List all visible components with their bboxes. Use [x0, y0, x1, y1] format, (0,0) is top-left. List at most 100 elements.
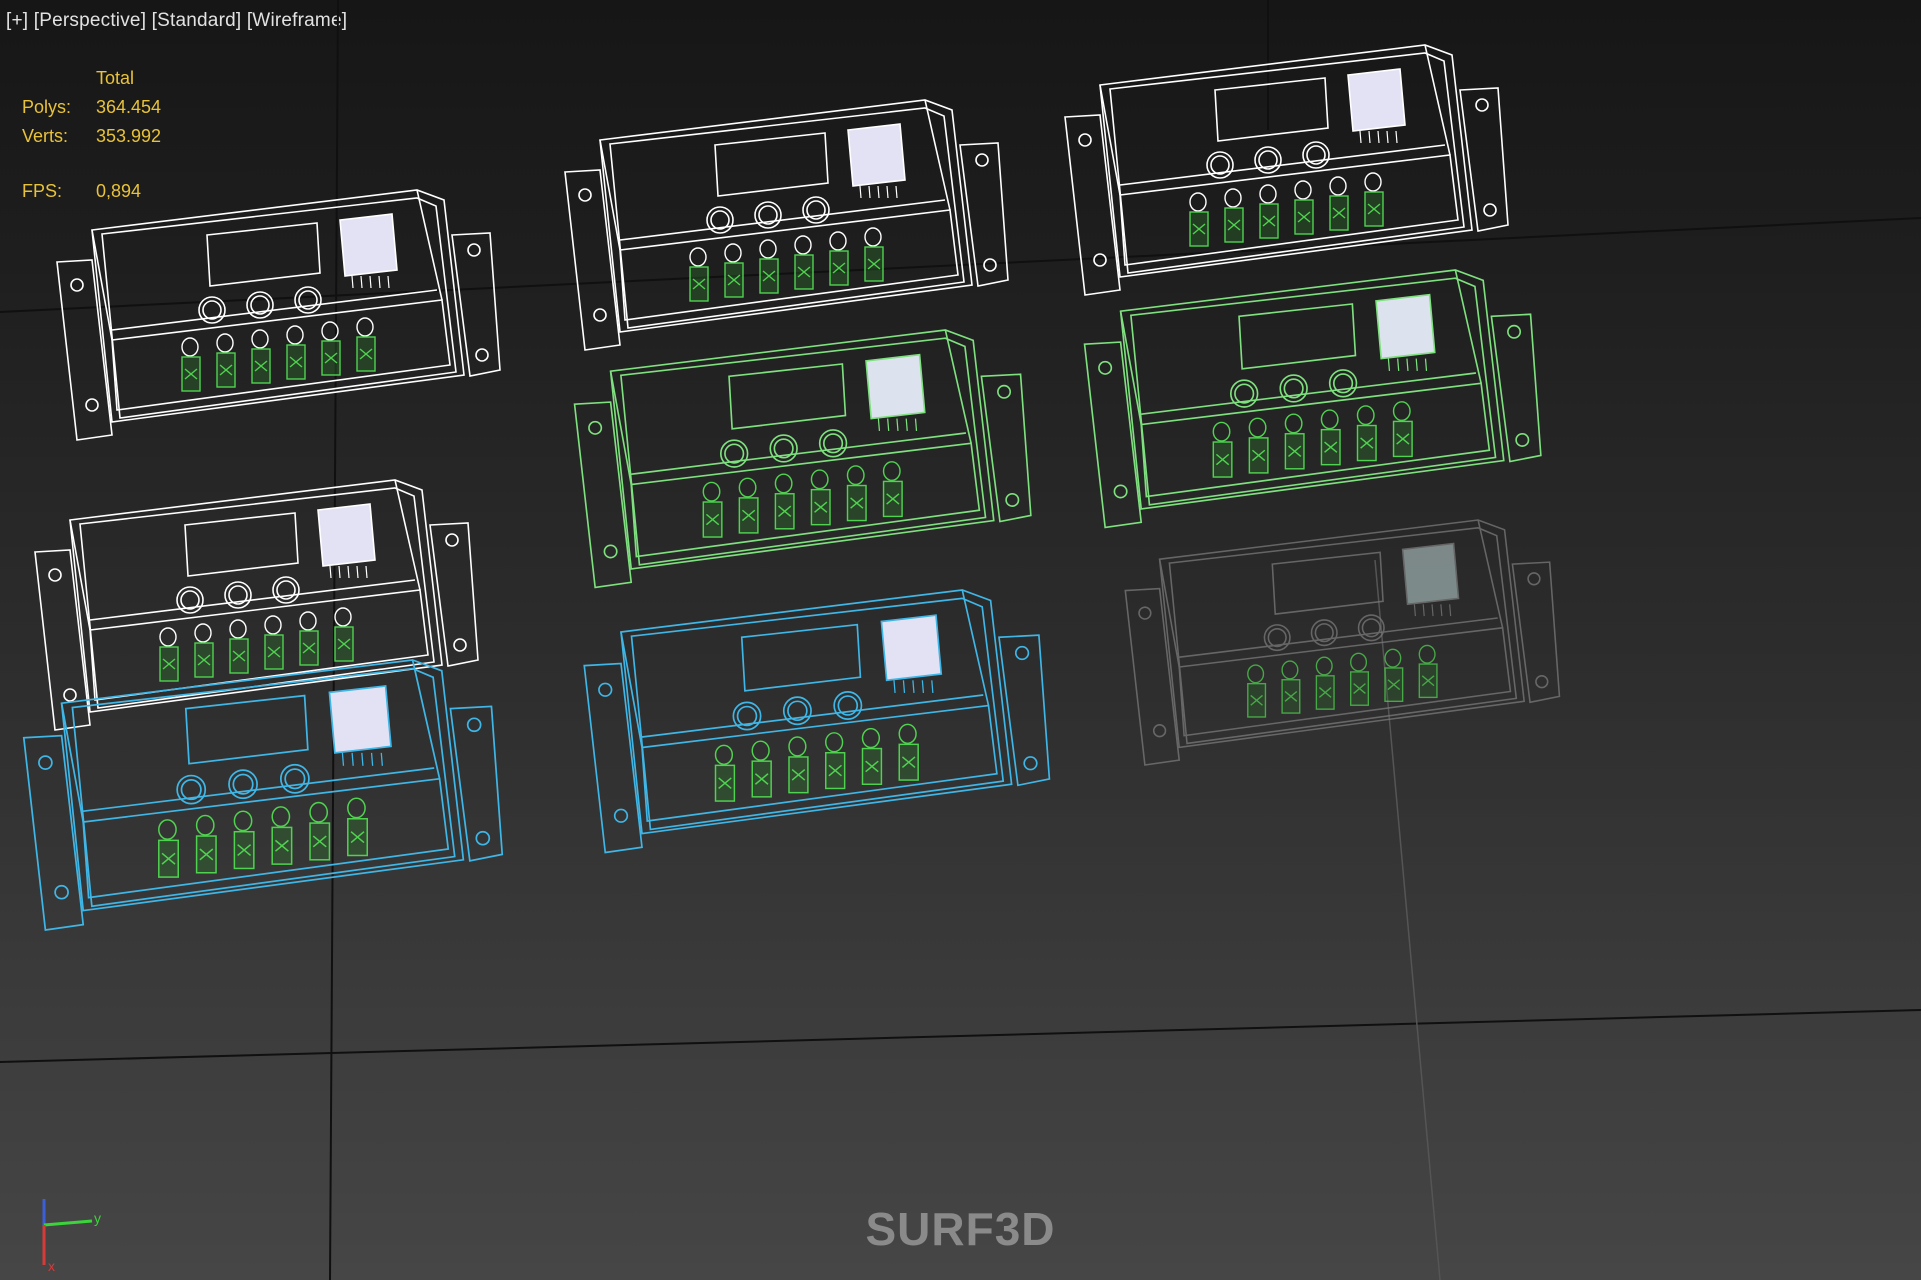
terminal-icon [788, 736, 809, 794]
knob-icon [706, 206, 734, 234]
watermark-logo: SURF3D [865, 1203, 1056, 1255]
terminal-icon [1356, 405, 1377, 462]
terminal-icon [861, 727, 883, 785]
terminal-icon [1315, 656, 1335, 710]
viewport-menu-plus[interactable]: [+] [6, 10, 29, 31]
knob-icon [176, 774, 207, 805]
terminal-icon [751, 740, 772, 798]
knob-icon [1357, 614, 1385, 642]
viewport-menu-standard[interactable]: [Standard] [151, 10, 242, 31]
terminal-icon [1224, 188, 1244, 243]
axis-label-x: x [48, 1258, 55, 1274]
terminal-icon [264, 615, 284, 670]
controller-green-2[interactable] [1083, 269, 1542, 529]
knob-icon [833, 691, 863, 720]
knob-icon [1302, 141, 1330, 169]
terminal-icon [233, 810, 255, 870]
controller-gray-1[interactable] [1124, 519, 1561, 766]
knob-icon [279, 763, 310, 794]
terminal-icon [1418, 644, 1438, 699]
knob-icon [272, 576, 300, 604]
axis-label-y: y [94, 1210, 101, 1226]
terminal-icon [774, 473, 795, 530]
knob-icon [1229, 379, 1259, 408]
knob-icon [1263, 624, 1291, 652]
axis-tripod-icon: y x [42, 1199, 101, 1274]
knob-icon [754, 201, 782, 229]
terminal-icon [356, 317, 376, 372]
knob-icon [294, 286, 322, 314]
knob-icon [769, 434, 798, 463]
verts-label: Verts: [22, 126, 69, 146]
fps-value: 0,894 [96, 181, 142, 201]
controller-green-1[interactable] [573, 329, 1032, 589]
polys-value: 364.454 [96, 97, 162, 117]
verts-value: 353.992 [96, 126, 162, 146]
controller-white-3[interactable] [564, 99, 1009, 351]
terminal-icon [1392, 401, 1413, 458]
knob-icon [1328, 369, 1358, 398]
terminal-icon [1329, 176, 1349, 231]
viewport-label-bar: [+] [Perspective] [Standard] [Wireframe] [6, 10, 347, 32]
controller-white-4[interactable] [1064, 44, 1509, 296]
terminal-icon [898, 723, 919, 781]
terminal-icon [724, 243, 744, 298]
terminal-icon [251, 329, 271, 384]
viewport-menu-wireframe[interactable]: [Wireframe] [246, 10, 348, 31]
knob-icon [802, 196, 830, 224]
knob-icon [782, 696, 812, 726]
terminal-icon [299, 611, 319, 666]
terminal-icon [702, 481, 723, 538]
terminal-icon [882, 461, 903, 518]
controller-white-2[interactable] [34, 479, 479, 731]
terminal-icon [216, 333, 236, 388]
knob-icon [224, 581, 252, 609]
viewport-menu-perspective[interactable]: [Perspective] [33, 10, 147, 31]
terminal-icon [1364, 172, 1384, 227]
terminal-icon [1248, 417, 1269, 474]
statistics-overlay: Total Polys:364.454 Verts:353.992 FPS:0,… [22, 64, 161, 206]
terminal-icon [286, 325, 306, 380]
knob-icon [1254, 146, 1282, 174]
knob-icon [732, 701, 762, 731]
terminal-icon [181, 337, 201, 392]
terminal-icon [229, 619, 249, 674]
knob-icon [198, 296, 226, 324]
knob-icon [246, 291, 274, 319]
terminal-icon [759, 239, 779, 294]
terminal-icon [334, 607, 354, 662]
knob-icon [818, 429, 848, 458]
terminal-icon [159, 627, 179, 682]
knob-icon [228, 769, 258, 800]
controller-blue-2[interactable] [583, 589, 1051, 854]
terminal-icon [825, 732, 846, 790]
terminal-icon [1384, 648, 1404, 702]
knob-icon [1279, 374, 1308, 403]
terminal-icon [1281, 660, 1301, 714]
knob-icon [1310, 619, 1338, 647]
terminal-icon [794, 235, 814, 290]
controller-blue-1[interactable] [22, 659, 504, 931]
controller-white-1[interactable] [56, 189, 501, 441]
terminal-icon [1247, 664, 1267, 718]
terminal-icon [1212, 421, 1233, 478]
knob-icon [1206, 151, 1234, 179]
terminal-icon [829, 231, 849, 286]
terminal-icon [194, 623, 214, 678]
terminal-icon [158, 819, 179, 878]
terminal-icon [1294, 180, 1314, 235]
terminal-icon [309, 801, 331, 861]
terminal-icon [846, 465, 867, 522]
terminal-icon [689, 247, 709, 302]
terminal-icon [1350, 652, 1370, 706]
terminal-icon [1284, 413, 1305, 470]
terminal-icon [738, 477, 759, 534]
terminal-icon [321, 321, 341, 376]
terminal-icon [1259, 184, 1279, 239]
terminal-icon [347, 797, 368, 857]
knob-icon [176, 586, 204, 614]
polys-label: Polys: [22, 97, 72, 117]
terminal-icon [864, 227, 884, 282]
